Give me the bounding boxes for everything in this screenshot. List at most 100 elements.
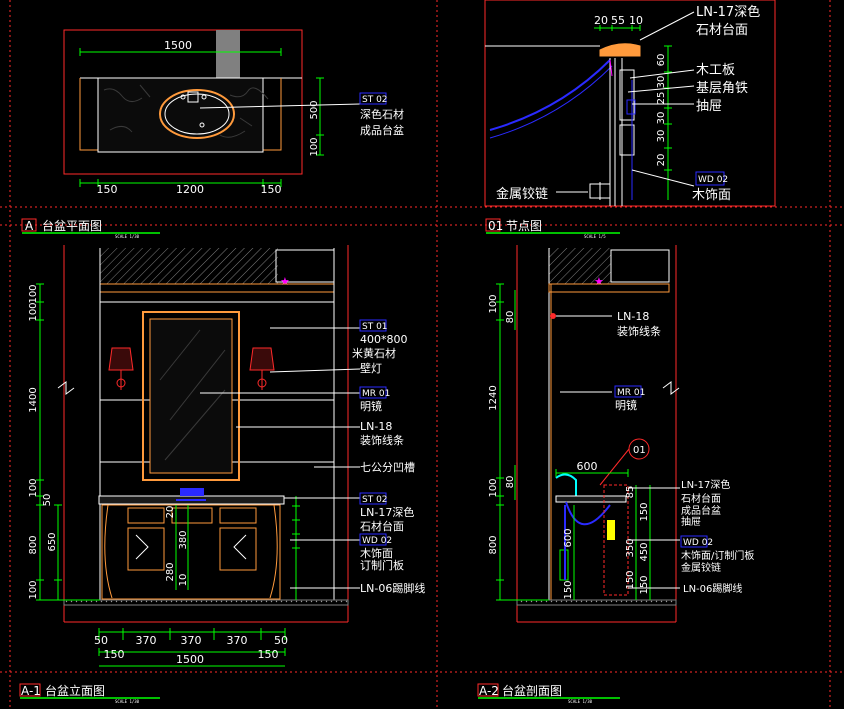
label-node-dims-t2: 55 (611, 14, 625, 27)
svg-text:★: ★ (594, 275, 604, 288)
label-elev-tags-st02: ST 02 (362, 495, 388, 505)
label-node-labels-m3: 抽屉 (696, 99, 722, 114)
plan-dim-right-a: 500 (309, 100, 320, 119)
plan-label-2: 成品台盆 (360, 123, 404, 137)
label-node-dims-r5: 30 (656, 130, 667, 143)
label-node-labels-m1: 木工板 (696, 63, 735, 78)
label-section-left_dims-5: 800 (488, 535, 499, 554)
label-elev-left_dims-2: 1400 (28, 387, 39, 412)
label-section-labels-hinge: 金属铰链 (681, 561, 721, 574)
label-section-labels-ln18a: LN-18 (617, 310, 649, 323)
label-section-labels-ln06: LN-06踢脚线 (683, 582, 742, 595)
label-section-left_dims-7: 150 (563, 580, 574, 599)
plan-dim-bottom-right: 150 (261, 183, 282, 196)
label-node-labels-m2: 基层角铁 (696, 81, 748, 96)
label-section-left_dims-0: 100 (488, 294, 499, 313)
label-section-left_dims-1: 80 (505, 311, 516, 324)
label-panels-node-title: 节点图 (506, 219, 542, 233)
label-elev-inner_dims-2: 280 (165, 562, 176, 581)
label-elev-bottom_dims_a-3: 370 (227, 634, 248, 647)
node-detail: 20 55 10 60 30 25 30 30 20 LN-17深色 石材台面 … (484, 0, 776, 207)
label-elev-left_dims-7: 100 (28, 580, 39, 599)
title-section: A-2 台盆剖面图 SCALE 1/30 (477, 683, 620, 704)
label-node-dims-r2: 30 (656, 76, 667, 89)
label-elev-labels-st01_b: 米黄石材 (352, 346, 396, 360)
title-node: 01 节点图 SCALE 1/5 (485, 218, 620, 239)
plan-label-1: 深色石材 (360, 107, 404, 121)
label-elev-labels-ln17b: 石材台面 (360, 519, 404, 533)
label-elev-bottom_dims_a-4: 50 (274, 634, 288, 647)
label-section-labels-basin: 成品台盆 (681, 504, 721, 517)
label-panels-a1-title: 台盆立面图 (45, 683, 105, 698)
label-section-inner_dims-1: 150 (639, 502, 650, 521)
plan-view: 1500 150 1200 150 500 100 ST 02 深色石材 成品台… (63, 29, 404, 196)
label-panels-a2-title: 台盆剖面图 (502, 683, 562, 698)
label-elev-bottom_dims_a-0: 50 (94, 634, 108, 647)
label-node-dims-t3: 10 (629, 14, 643, 27)
label-elev-labels-groove: 七公分凹槽 (360, 461, 415, 474)
label-node-dims-t1: 20 (594, 14, 608, 27)
label-elev-labels-ln18a: LN-18 (360, 420, 392, 433)
label-section-labels-ln17b: 石材台面 (681, 492, 721, 505)
label-section-inner_dims-3: 150 (625, 570, 636, 589)
label-elev-bottom_dims_a-1: 370 (136, 634, 157, 647)
label-section-tags-wd02: WD 02 (683, 538, 713, 548)
label-node-dims-r1: 60 (656, 54, 667, 67)
label-elev-inner_dims-3: 10 (178, 574, 189, 587)
label-section-labels-wd: 木饰面/订制门板 (681, 549, 754, 562)
label-elev-labels-ln18b: 装饰线条 (360, 433, 404, 447)
title-elevation: A-1 台盆立面图 SCALE 1/30 (19, 683, 160, 704)
elevation-view: ★ (28, 245, 425, 667)
plan-dim-bottom-mid: 1200 (176, 183, 204, 196)
label-section-left_dims-6: 600 (563, 528, 574, 547)
plan-dim-top: 1500 (164, 39, 192, 52)
label-section-labels-ln17: LN-17深色 (681, 478, 730, 491)
label-elev-labels-ln06: LN-06踢脚线 (360, 581, 425, 595)
plan-dim-bottom-left: 150 (97, 183, 118, 196)
label-panels-a2-title_code: A-2 (479, 684, 499, 698)
label-elev-labels-lamp: 壁灯 (360, 361, 382, 375)
label-section-top_dim: 600 (577, 460, 598, 473)
label-elev-bottom_dims_a-2: 370 (181, 634, 202, 647)
label-section-labels-drawer: 抽屉 (681, 515, 701, 528)
label-elev-labels-wd_b: 订制门板 (360, 558, 404, 572)
label-node-dims-r4: 30 (656, 112, 667, 125)
label-node-labels-wd: 木饰面 (692, 188, 731, 203)
label-elev-left_dims-1: 100 (28, 302, 39, 321)
label-elev-labels-ln17a: LN-17深色 (360, 505, 414, 519)
label-section-labels-mr01: 明镜 (615, 398, 637, 412)
label-elev-bottom_dims_b-2: 150 (258, 648, 279, 661)
label-elev-tags-wd02: WD 02 (362, 536, 392, 546)
label-panels-a-title: 台盆平面图 (42, 218, 102, 233)
label-node-labels-hinge: 金属铰链 (496, 186, 548, 202)
label-elev-bottom_dims_b-0: 150 (104, 648, 125, 661)
label-elev-tags-mr01: MR 01 (362, 389, 390, 399)
svg-text:★: ★ (280, 275, 290, 288)
label-panels-a1-title_code: A-1 (21, 684, 41, 698)
label-section-node_ref: 01 (633, 445, 646, 456)
label-elev-labels-wd_a: 木饰面 (360, 546, 393, 560)
label-elev-labels-mr01: 明镜 (360, 399, 382, 413)
label-section-tags-mr01: MR 01 (617, 388, 645, 398)
label-elev-labels-st01_a: 400*800 (360, 333, 408, 346)
label-section-inner_dims-0: 85 (625, 486, 636, 499)
label-elev-left_dims-5: 800 (28, 535, 39, 554)
section-view: ★ 01 600 (488, 245, 754, 623)
plan-dim-right-b: 100 (309, 137, 320, 156)
label-panels-a-scale: SCALE 1/30 (115, 234, 140, 239)
label-panels-node-scale: SCALE 1/5 (584, 234, 606, 239)
label-section-inner_dims-5: 150 (639, 575, 650, 594)
label-elev-inner_dims-0: 20 (165, 506, 176, 519)
label-node-labels-top1: LN-17深色 (696, 4, 760, 20)
title-plan: A 台盆平面图 SCALE 1/30 (21, 218, 160, 239)
label-elev-left_dims-0: 100 (28, 284, 39, 303)
label-section-left_dims-2: 1240 (488, 385, 499, 410)
label-section-inner_dims-4: 450 (639, 542, 650, 561)
label-elev-left_dims-4: 50 (42, 494, 53, 507)
label-panels-node-title_code: 01 (488, 219, 503, 233)
label-elev-left_dims-3: 100 (28, 478, 39, 497)
label-elev-bottom_dims_b-1: 1500 (176, 653, 204, 666)
label-panels-a-title_code: A (25, 219, 34, 233)
label-elev-inner_dims-1: 380 (178, 530, 189, 549)
